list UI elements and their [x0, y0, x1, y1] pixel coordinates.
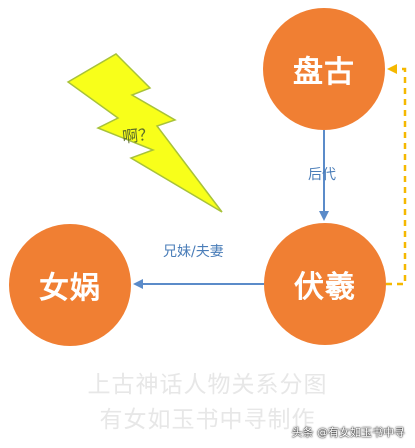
node-fuxi: 伏羲 [264, 223, 386, 345]
dashed-feedback-arrow [386, 64, 407, 286]
node-nuwa: 女娲 [9, 224, 131, 346]
lightning-bolt-icon [66, 53, 223, 213]
footer-credit: 有女如玉书中寻制作 [99, 407, 316, 433]
watermark: 头条 @有女如玉书中寻 [291, 426, 406, 439]
bolt-exclamation: 啊？ [121, 124, 156, 147]
descendant-label: 后代 [308, 167, 336, 183]
node-pangu: 盘古 [263, 8, 385, 130]
footer-title: 上古神话人物关系分图 [87, 372, 328, 398]
sibling-spouse-label: 兄妹/夫妻 [163, 244, 224, 260]
